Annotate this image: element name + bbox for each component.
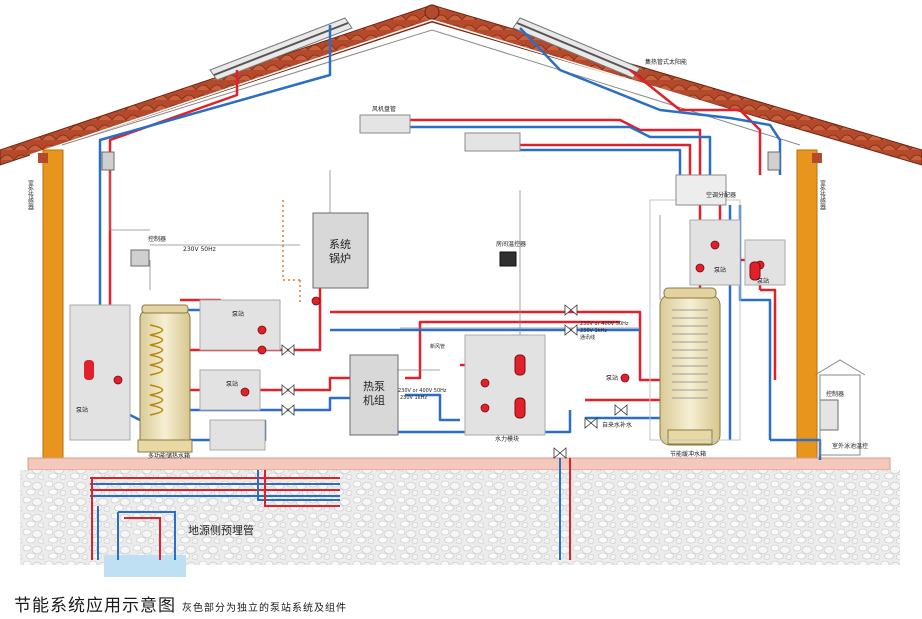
pump-station-label-4: 泵站 <box>606 374 618 382</box>
solar-collector-right <box>512 17 641 79</box>
tapwater-label: 自来水补水 <box>602 421 632 429</box>
solar-collector-left <box>209 17 353 81</box>
control-wires <box>109 170 661 371</box>
right-tank-label: 节能缓冲水箱 <box>670 450 706 458</box>
room-thermostat <box>499 251 517 267</box>
valves <box>281 304 628 459</box>
module-left-bottom <box>209 419 266 451</box>
pump-station-label-5: 泵站 <box>714 266 726 274</box>
figure-caption: 节能系统应用示意图灰色部分为独立的泵站系统及组件 <box>14 591 347 616</box>
solar-collector-label: 集热管式太阳能 <box>645 58 687 66</box>
wall-post-left <box>38 149 64 459</box>
fan-coil-center <box>464 132 521 152</box>
ground-gravel <box>20 470 900 565</box>
solar-return-dotted <box>282 200 301 305</box>
pump-station-label-2: 泵站 <box>232 310 244 318</box>
fan-coil-left <box>359 114 411 134</box>
caption-subtitle: 灰色部分为独立的泵站系统及组件 <box>182 603 347 614</box>
ground-pipe-label: 地源侧预埋管 <box>188 523 254 537</box>
boiler-label-2: 锅炉 <box>329 252 351 265</box>
outdoor-sensor-box-right <box>767 151 781 171</box>
ground-well <box>104 555 186 577</box>
right-electric-line-2: 230V 1kHz <box>580 328 607 334</box>
outdoor-sensor-left-label: 室外传感器 <box>27 179 34 211</box>
right-electric-line-3: 通讯线 <box>580 334 595 341</box>
caption-title: 节能系统应用示意图 <box>14 596 176 616</box>
controller-voltage: 230V 50Hz <box>183 246 216 253</box>
outdoor-pool-label: 室外泳池温控 <box>832 442 868 450</box>
heatpump-label-1: 热泵 <box>363 380 385 393</box>
module-right-mixing <box>689 219 741 286</box>
room-thermostat-label: 房间温控器 <box>496 240 526 248</box>
module-left-pump2 <box>199 369 261 411</box>
left-storage-tank <box>137 304 193 453</box>
boiler-label-1: 系统 <box>329 238 351 251</box>
pool-shed <box>814 359 866 456</box>
distributor-label: 空调分配器 <box>706 191 736 199</box>
module-hydraulic <box>464 334 546 436</box>
hydraulic-module-label: 水力模块 <box>495 435 519 443</box>
wall-duct-label: 新风管 <box>430 343 445 350</box>
heatpump-power-1: 230V or 400V 50Hz <box>398 388 447 394</box>
right-electric-line-1: 230V or 400V 50Hz <box>580 321 629 327</box>
fan-coil-label: 风机盘管 <box>372 105 396 113</box>
ground-loop-pipes <box>90 458 571 560</box>
boiler: 系统 锅炉 <box>312 212 369 289</box>
heatpump-power-2: 230V 1kHz <box>400 395 427 401</box>
module-left-pump-station <box>69 304 131 441</box>
outdoor-sensor-box-left <box>101 151 115 171</box>
expansion-vessels <box>514 261 761 419</box>
pump-station-label-6: 泵站 <box>757 277 769 285</box>
right-buffer-tank <box>659 287 721 446</box>
pump-station-label-1: 泵站 <box>76 406 88 414</box>
controller-right <box>819 399 839 431</box>
controller-left <box>130 249 150 267</box>
pump-station-label-3: 泵站 <box>226 380 238 388</box>
outdoor-sensor-right-label: 室外传感器 <box>819 179 826 211</box>
heatpump-label-2: 机组 <box>363 393 385 407</box>
distributor-manifold <box>675 174 727 206</box>
left-tank-label: 多功能储热水箱 <box>148 452 190 460</box>
controller-right-label: 控制器 <box>826 390 844 398</box>
module-left-mixing <box>199 299 281 351</box>
roof <box>0 4 922 166</box>
heat-pump-unit: 热泵 机组 <box>349 354 399 436</box>
controller-label: 控制器 <box>148 235 166 243</box>
